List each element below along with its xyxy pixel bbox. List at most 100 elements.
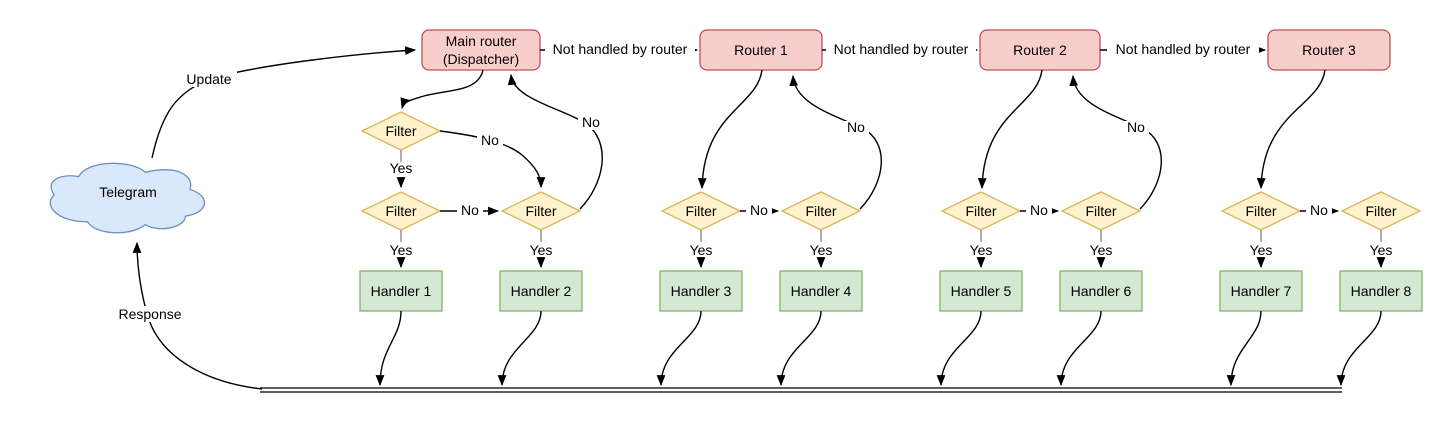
edge-router-3-to-filter	[1256, 69, 1326, 190]
node-filter-r1-1: Filter	[660, 191, 742, 231]
router-3-box	[1267, 29, 1391, 71]
label-filter: Filter	[385, 203, 416, 219]
yes-label-bg	[1245, 244, 1277, 258]
response-label-bg	[111, 306, 189, 322]
edge-yes-handler-1: Yes	[385, 230, 417, 269]
label-not-handled-2: Not handled by router	[834, 41, 969, 57]
yes-label-bg	[1365, 244, 1397, 258]
edge-yes-handler-5: Yes	[965, 230, 997, 269]
label-main-router-line2: (Dispatcher)	[443, 51, 519, 67]
label-no: No	[1030, 202, 1048, 218]
label-handler-7: Handler 7	[1231, 283, 1292, 299]
node-handler-8: Handler 8	[1339, 270, 1423, 312]
label-filter: Filter	[1085, 203, 1116, 219]
node-main-router: Main router (Dispatcher)	[421, 29, 541, 71]
no-return-curve	[1069, 74, 1162, 210]
node-handler-2: Handler 2	[499, 270, 583, 312]
label-filter: Filter	[385, 123, 416, 139]
label-main-router-line1: Main router	[446, 33, 517, 49]
edge-yes-handler-7: Yes	[1245, 230, 1277, 269]
node-filter-r2-1: Filter	[940, 191, 1022, 231]
label-yes: Yes	[970, 242, 993, 258]
edge-not-handled-2: Not handled by router	[822, 41, 979, 58]
label-filter: Filter	[525, 203, 556, 219]
node-filter-main-1: Filter	[360, 191, 442, 231]
no-label-bg	[457, 204, 483, 218]
label-no: No	[1310, 202, 1328, 218]
edge-router-1-to-filter	[697, 69, 763, 190]
label-handler-8: Handler 8	[1351, 283, 1412, 299]
label-handler-2: Handler 2	[511, 283, 572, 299]
edge-handler-4-to-bus	[776, 310, 822, 387]
label-yes: Yes	[390, 242, 413, 258]
no-label-bg	[477, 134, 503, 148]
label-yes: Yes	[1370, 242, 1393, 258]
label-router-3: Router 3	[1302, 42, 1356, 58]
response-arrow	[132, 241, 263, 390]
label-handler-3: Handler 3	[671, 283, 732, 299]
edge-handler-2-to-bus	[497, 310, 542, 387]
handler-box	[939, 270, 1023, 312]
no-label-bg	[1026, 204, 1052, 218]
bus-line	[260, 387, 1342, 393]
edge-no-main-top-filter: No	[439, 130, 546, 189]
yes-label-bg	[385, 162, 417, 176]
edge-yes-handler-2: Yes	[525, 230, 557, 269]
edge-no-r2-horizontal: No	[1020, 202, 1060, 218]
label-handler-1: Handler 1	[371, 283, 432, 299]
edge-handler-1-to-bus	[375, 310, 402, 387]
filter-diamond	[1340, 191, 1422, 231]
not-handled-label-bg-2	[826, 42, 976, 58]
node-router-2: Router 2	[979, 29, 1101, 71]
node-filter-r3-2: Filter	[1340, 191, 1422, 231]
yes-label-bg	[525, 244, 557, 258]
edge-handler-5-to-bus	[936, 310, 982, 387]
label-not-handled-3: Not handled by router	[1116, 41, 1251, 57]
label-yes: Yes	[690, 242, 713, 258]
node-telegram-cloud: Telegram	[50, 163, 204, 232]
edge-not-handled-1: Not handled by router	[540, 41, 699, 58]
label-no: No	[847, 119, 865, 135]
filter-diamond	[780, 191, 862, 231]
edge-response: Response	[111, 241, 263, 390]
no-label-bg	[843, 121, 869, 135]
label-handler-5: Handler 5	[951, 283, 1012, 299]
no-return-curve	[507, 73, 603, 210]
label-handler-6: Handler 6	[1071, 283, 1132, 299]
label-yes: Yes	[1250, 242, 1273, 258]
update-arrow	[151, 46, 417, 159]
edge-handler-8-to-bus	[1336, 310, 1382, 387]
edge-no-return-main: No	[507, 73, 604, 210]
label-filter: Filter	[1365, 203, 1396, 219]
yes-label-bg	[685, 244, 717, 258]
edge-no-return-r1: No	[789, 74, 882, 210]
label-yes: Yes	[810, 242, 833, 258]
no-return-curve	[789, 74, 882, 210]
edge-yes-handler-4: Yes	[805, 230, 837, 269]
update-label-bg	[183, 71, 237, 87]
edge-handler-6-to-bus	[1056, 310, 1102, 387]
edge-not-handled-3: Not handled by router	[1100, 41, 1267, 58]
edge-yes-handler-8: Yes	[1365, 230, 1397, 269]
edge-main-router-to-filter	[400, 69, 484, 110]
no-label-bg	[1123, 121, 1149, 135]
not-handled-label-bg-3	[1107, 42, 1259, 58]
edge-no-main-horizontal: No	[440, 202, 500, 218]
label-no: No	[1127, 119, 1145, 135]
label-telegram: Telegram	[99, 184, 157, 200]
edge-no-r1-horizontal: No	[740, 202, 780, 218]
yes-label-bg	[1085, 244, 1117, 258]
node-handler-5: Handler 5	[939, 270, 1023, 312]
node-handler-1: Handler 1	[359, 270, 443, 312]
node-filter-main-2: Filter	[500, 191, 582, 231]
label-router-2: Router 2	[1013, 42, 1067, 58]
node-filter-r1-2: Filter	[780, 191, 862, 231]
node-handler-4: Handler 4	[779, 270, 863, 312]
edge-yes-handler-6: Yes	[1085, 230, 1117, 269]
no-label-bg	[1306, 204, 1332, 218]
label-no: No	[461, 202, 479, 218]
label-no: No	[582, 114, 600, 130]
label-yes: Yes	[390, 160, 413, 176]
label-no: No	[481, 132, 499, 148]
